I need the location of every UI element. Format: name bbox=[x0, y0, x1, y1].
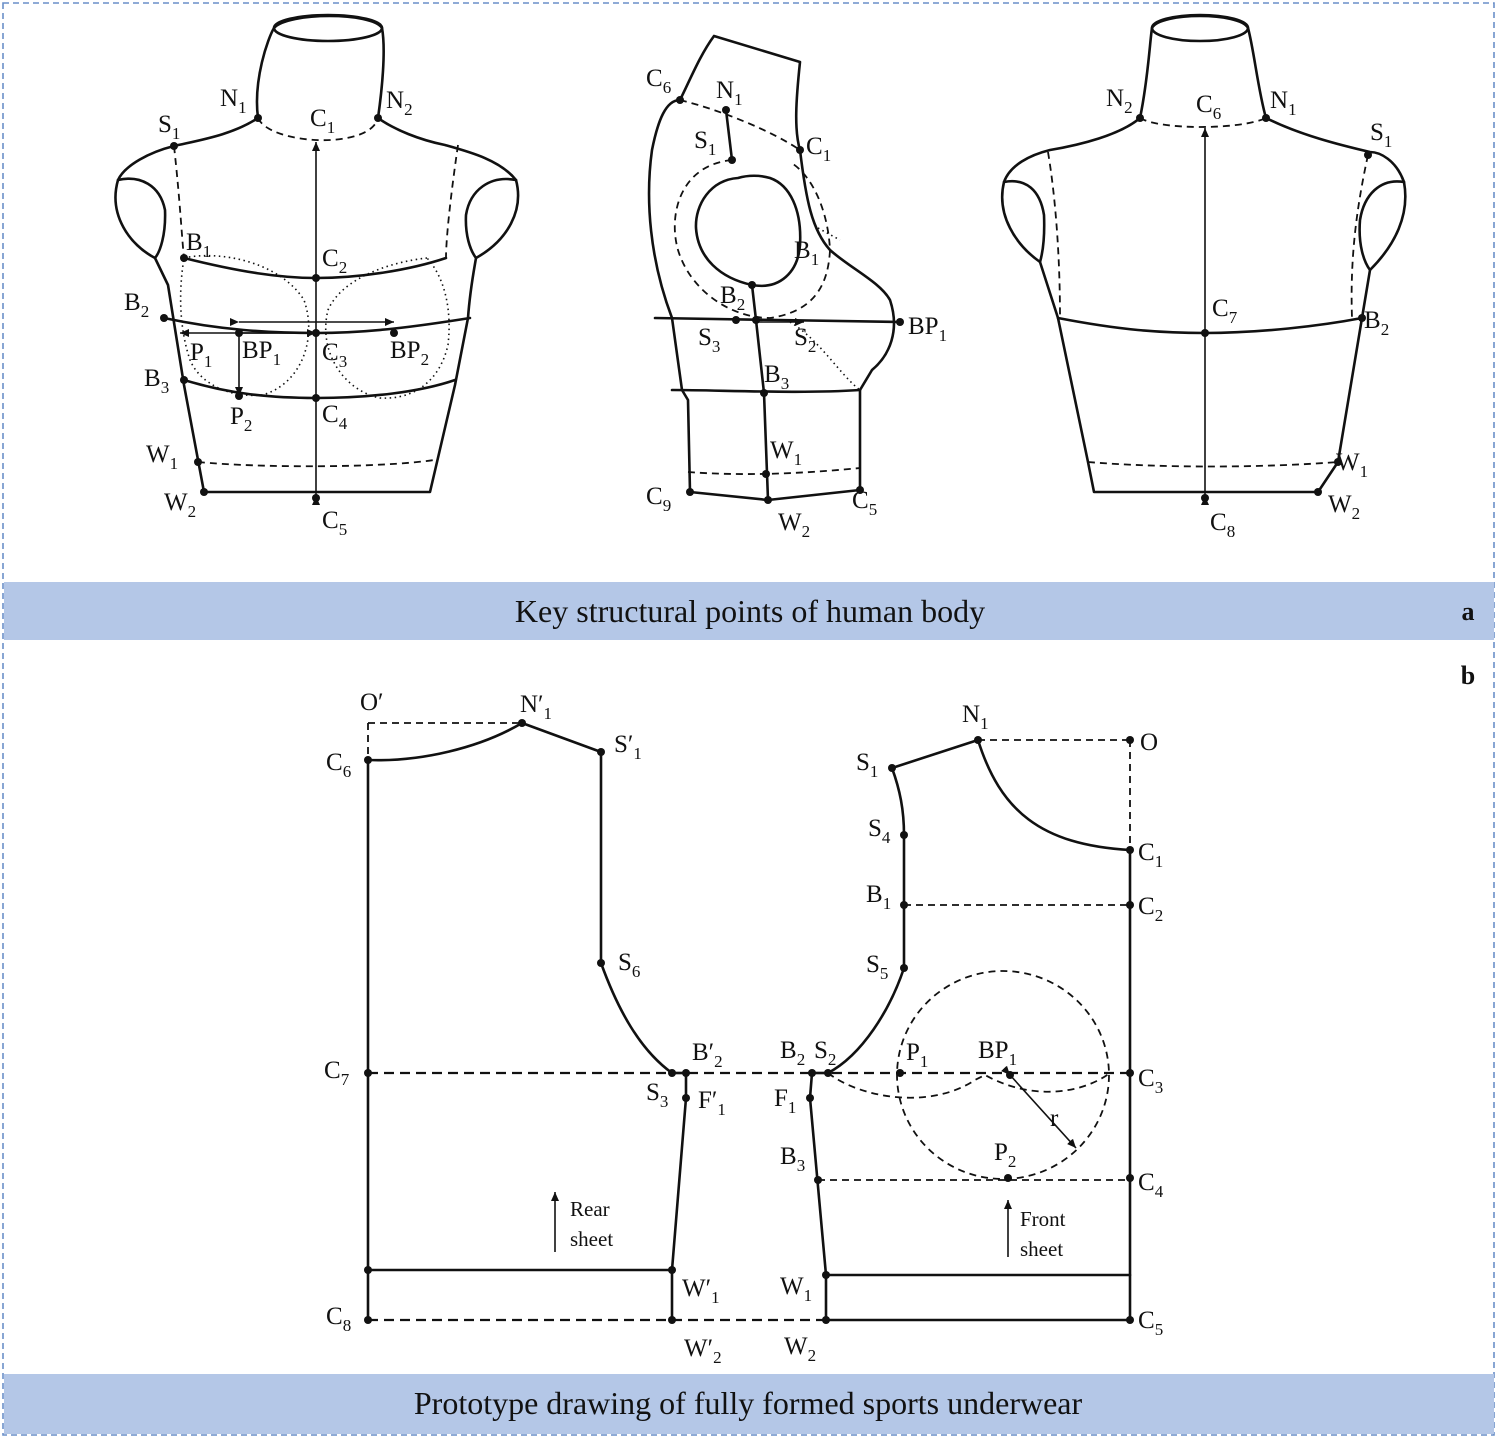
front-view-labels: N1 N2 S1 C1 B1 C2 B2 P1 BP1 C3 BP2 B3 P2… bbox=[124, 85, 429, 539]
rear-note-line-2: sheet bbox=[570, 1227, 613, 1251]
rear-sheet bbox=[364, 719, 1130, 1324]
panel-letter-a: a bbox=[1462, 597, 1475, 626]
label-s3: S3 bbox=[646, 1079, 668, 1111]
label-n1: N1 bbox=[1270, 87, 1297, 119]
panel-letter-b: b bbox=[1461, 661, 1475, 690]
label-n1: N1 bbox=[962, 701, 989, 733]
label-w1-prime: W′1 bbox=[682, 1275, 720, 1307]
label-s1: S1 bbox=[158, 111, 180, 143]
label-c7: C7 bbox=[324, 1057, 350, 1089]
label-s1: S1 bbox=[856, 749, 878, 781]
caption-a: Key structural points of human body bbox=[515, 593, 985, 629]
caption-b: Prototype drawing of fully formed sports… bbox=[414, 1385, 1083, 1421]
label-s2: S2 bbox=[794, 324, 816, 356]
label-n2: N2 bbox=[386, 87, 413, 119]
front-view-torso bbox=[114, 13, 520, 505]
panel-b: b bbox=[4, 661, 1494, 1434]
label-c8: C8 bbox=[326, 1303, 351, 1335]
label-w1: W1 bbox=[146, 441, 178, 473]
label-n2: N2 bbox=[1106, 85, 1133, 117]
label-b2: B2 bbox=[780, 1037, 805, 1069]
back-view-labels: N2 C6 N1 S1 C7 B2 W1 W2 C8 bbox=[1106, 85, 1392, 541]
label-p1: P1 bbox=[190, 339, 212, 371]
label-w1: W1 bbox=[780, 1273, 812, 1305]
label-w2: W2 bbox=[784, 1333, 816, 1365]
label-b2-prime: B′2 bbox=[692, 1039, 723, 1071]
label-c3: C3 bbox=[322, 339, 347, 371]
front-sheet bbox=[806, 736, 1134, 1324]
label-w1: W1 bbox=[770, 437, 802, 469]
front-sheet-labels: N1 O S1 S4 C1 B1 C2 S5 B2 S2 P1 BP1 C3 F… bbox=[774, 701, 1164, 1365]
back-view-torso bbox=[1001, 13, 1407, 505]
label-c5: C5 bbox=[1138, 1307, 1163, 1339]
label-b2: B2 bbox=[1364, 307, 1389, 339]
label-bp1: BP1 bbox=[978, 1037, 1017, 1069]
label-c5: C5 bbox=[852, 487, 877, 519]
label-f1-prime: F′1 bbox=[698, 1087, 726, 1119]
label-bp1: BP1 bbox=[242, 337, 281, 369]
label-c5: C5 bbox=[322, 507, 347, 539]
label-p1: P1 bbox=[906, 1039, 928, 1071]
label-s2: S2 bbox=[814, 1037, 836, 1069]
caption-band-b bbox=[4, 1374, 1494, 1434]
label-w2: W2 bbox=[1328, 491, 1360, 523]
label-f1: F1 bbox=[774, 1085, 796, 1117]
label-c6: C6 bbox=[326, 749, 351, 781]
label-w2: W2 bbox=[164, 489, 196, 521]
label-s6: S6 bbox=[618, 949, 640, 981]
label-n1-prime: N′1 bbox=[520, 691, 552, 723]
label-b1: B1 bbox=[866, 881, 891, 913]
label-w1: W1 bbox=[1336, 449, 1368, 481]
side-view-torso bbox=[647, 34, 904, 504]
label-c2: C2 bbox=[322, 245, 347, 277]
label-c1: C1 bbox=[310, 105, 335, 137]
label-c7: C7 bbox=[1212, 295, 1238, 327]
label-c4: C4 bbox=[322, 401, 348, 433]
rear-sheet-labels: O′ N′1 S′1 C6 S6 C7 B′2 S3 F′1 Rear shee… bbox=[324, 689, 726, 1367]
label-s1-prime: S′1 bbox=[614, 731, 642, 763]
label-c9: C9 bbox=[646, 483, 671, 515]
label-c8: C8 bbox=[1210, 509, 1235, 541]
label-s1: S1 bbox=[1370, 119, 1392, 151]
label-s1: S1 bbox=[694, 127, 716, 159]
label-r: r bbox=[1050, 1105, 1059, 1132]
caption-band-a bbox=[4, 582, 1494, 640]
label-b3: B3 bbox=[780, 1143, 805, 1175]
label-b2: B2 bbox=[124, 289, 149, 321]
label-b3: B3 bbox=[764, 361, 789, 393]
label-o-prime: O′ bbox=[360, 689, 384, 716]
side-view-labels: C6 N1 S1 C1 B1 B2 S3 S2 BP1 B3 W1 C9 W2 … bbox=[646, 65, 947, 541]
label-n1: N1 bbox=[220, 85, 247, 117]
label-p2: P2 bbox=[994, 1139, 1016, 1171]
label-c6: C6 bbox=[646, 65, 671, 97]
label-c4: C4 bbox=[1138, 1169, 1164, 1201]
label-s5: S5 bbox=[866, 951, 888, 983]
label-bp1: BP1 bbox=[908, 313, 947, 345]
label-c1: C1 bbox=[1138, 839, 1163, 871]
label-w2-prime: W′2 bbox=[684, 1335, 722, 1367]
label-c1: C1 bbox=[806, 133, 831, 165]
panel-a: N1 N2 S1 C1 B1 C2 B2 P1 BP1 C3 BP2 B3 P2… bbox=[4, 13, 1494, 640]
label-s3: S3 bbox=[698, 324, 720, 356]
label-c2: C2 bbox=[1138, 893, 1163, 925]
label-o: O bbox=[1140, 729, 1158, 756]
front-note-line-2: sheet bbox=[1020, 1237, 1063, 1261]
label-c3: C3 bbox=[1138, 1065, 1163, 1097]
label-b3: B3 bbox=[144, 365, 169, 397]
label-s4: S4 bbox=[868, 815, 891, 847]
label-n1: N1 bbox=[716, 77, 743, 109]
label-c6: C6 bbox=[1196, 91, 1221, 123]
label-w2: W2 bbox=[778, 509, 810, 541]
label-bp2: BP2 bbox=[390, 337, 429, 369]
label-p2: P2 bbox=[230, 403, 252, 435]
front-note-line-1: Front bbox=[1020, 1207, 1066, 1231]
rear-note-line-1: Rear bbox=[570, 1197, 610, 1221]
label-b1: B1 bbox=[794, 237, 819, 269]
